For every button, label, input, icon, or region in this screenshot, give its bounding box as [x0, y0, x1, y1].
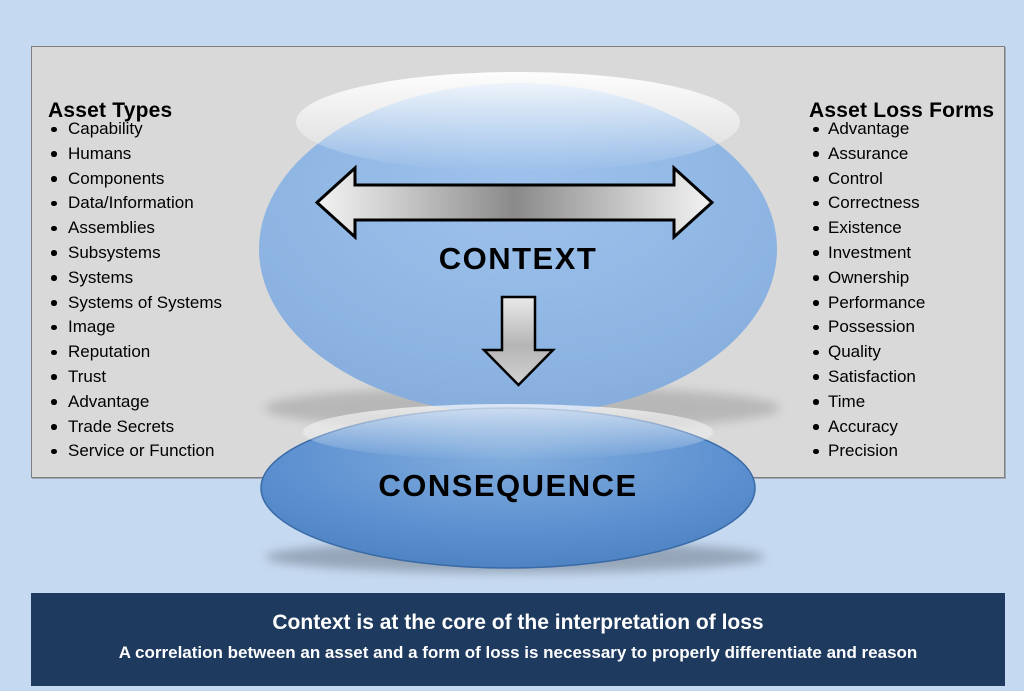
context-label: CONTEXT: [438, 241, 598, 276]
list-item: Components: [48, 167, 222, 192]
list-item: Accuracy: [812, 415, 925, 440]
list-item: Image: [48, 315, 222, 340]
banner-line1: Context is at the core of the interpreta…: [272, 611, 764, 634]
list-item: Systems of Systems: [48, 291, 222, 316]
asset-types-title: Asset Types: [48, 99, 173, 123]
list-item: Assurance: [812, 142, 925, 167]
list-item: Advantage: [48, 390, 222, 415]
consequence-label: CONSEQUENCE: [378, 468, 638, 503]
list-item: Correctness: [812, 191, 925, 216]
list-item: Control: [812, 167, 925, 192]
list-item: Ownership: [812, 266, 925, 291]
banner-line2: A correlation between an asset and a for…: [118, 643, 918, 662]
footer-banner: Context is at the core of the interpreta…: [31, 593, 1005, 686]
list-item: Possession: [812, 315, 925, 340]
list-item: Trade Secrets: [48, 415, 222, 440]
list-item: Existence: [812, 216, 925, 241]
list-item: Systems: [48, 266, 222, 291]
list-item: Subsystems: [48, 241, 222, 266]
list-item: Data/Information: [48, 191, 222, 216]
list-item: Satisfaction: [812, 365, 925, 390]
list-item: Advantage: [812, 117, 925, 142]
list-item: Quality: [812, 340, 925, 365]
list-item: Performance: [812, 291, 925, 316]
list-item: Trust: [48, 365, 222, 390]
consequence-ellipse-shadow: [265, 541, 765, 573]
list-item: Humans: [48, 142, 222, 167]
list-item: Service or Function: [48, 439, 222, 464]
list-item: Precision: [812, 439, 925, 464]
list-item: Capability: [48, 117, 222, 142]
list-item: Time: [812, 390, 925, 415]
list-item: Assemblies: [48, 216, 222, 241]
list-item: Reputation: [48, 340, 222, 365]
asset-loss-forms-title: Asset Loss Forms: [809, 99, 995, 123]
list-item: Investment: [812, 241, 925, 266]
